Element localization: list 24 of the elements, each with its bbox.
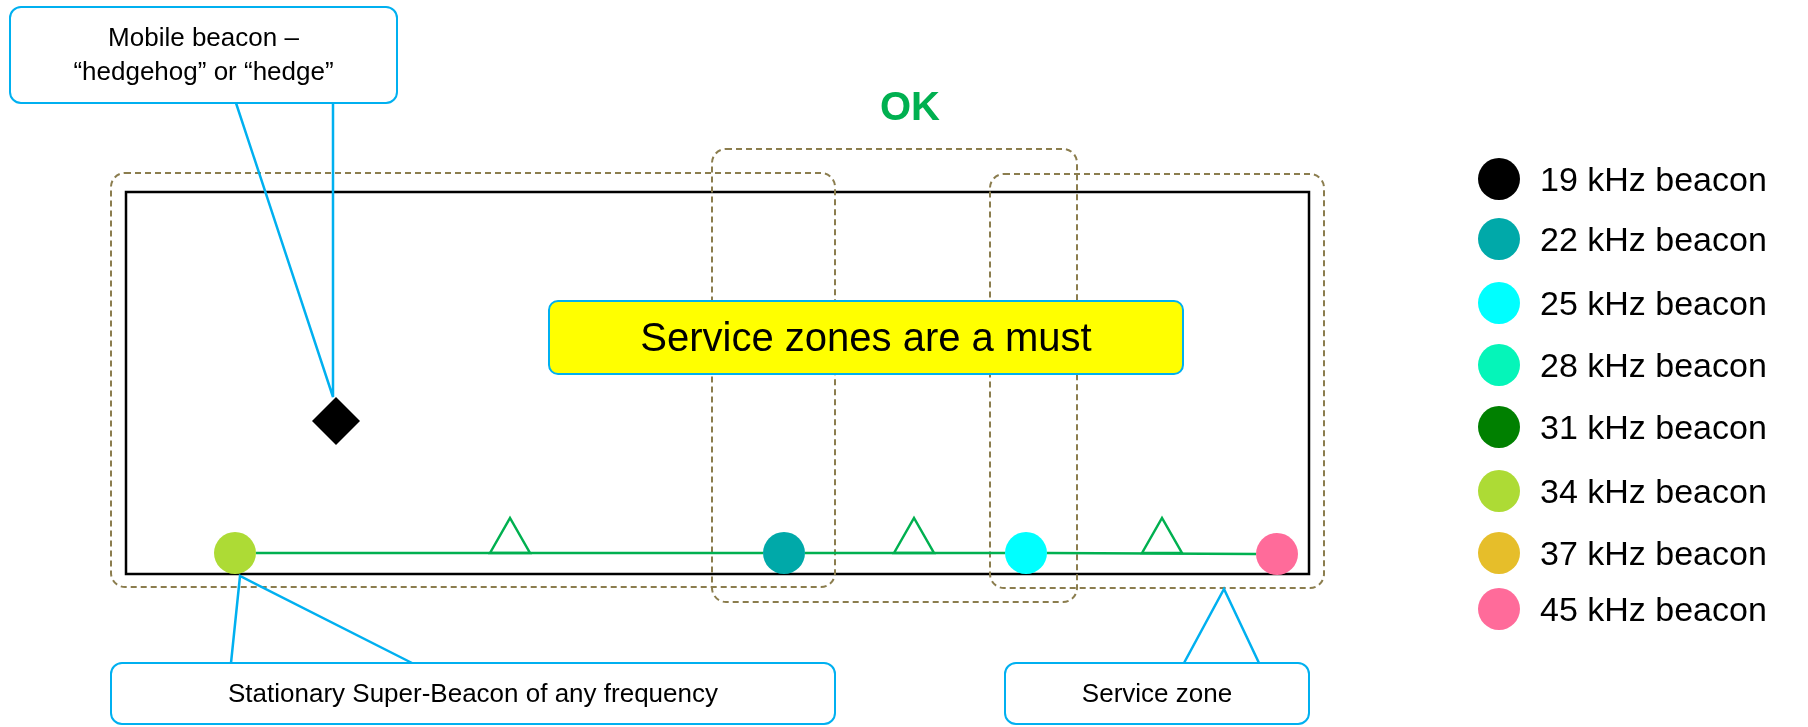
beacon-dot — [763, 532, 805, 574]
status-label: OK — [880, 84, 940, 129]
mobile-beacon-diamond — [312, 397, 360, 445]
signal-line — [256, 551, 763, 555]
legend-label: 31 kHz beacon — [1540, 407, 1767, 447]
callout-box: Service zone — [1004, 662, 1310, 725]
callout-box: Mobile beacon – “hedgehog” or “hedge” — [9, 6, 398, 104]
signal-line — [805, 551, 1005, 555]
legend-label: 45 kHz beacon — [1540, 589, 1767, 629]
legend-label: 28 kHz beacon — [1540, 345, 1767, 385]
legend-label: 22 kHz beacon — [1540, 219, 1767, 259]
signal-line — [1047, 551, 1256, 556]
leader-line — [229, 574, 414, 665]
beacon-dot — [1005, 532, 1047, 574]
legend-label: 19 kHz beacon — [1540, 159, 1767, 199]
note-box: Service zones are a must — [548, 300, 1184, 375]
leader-line — [234, 101, 335, 399]
legend-label: 25 kHz beacon — [1540, 283, 1767, 323]
legend-label: 37 kHz beacon — [1540, 533, 1767, 573]
legend-label: 34 kHz beacon — [1540, 471, 1767, 511]
beacon-dot — [214, 532, 256, 574]
beacon-dot — [1256, 533, 1298, 575]
leader-line — [1182, 586, 1261, 665]
callout-box: Stationary Super-Beacon of any frequency — [110, 662, 836, 725]
